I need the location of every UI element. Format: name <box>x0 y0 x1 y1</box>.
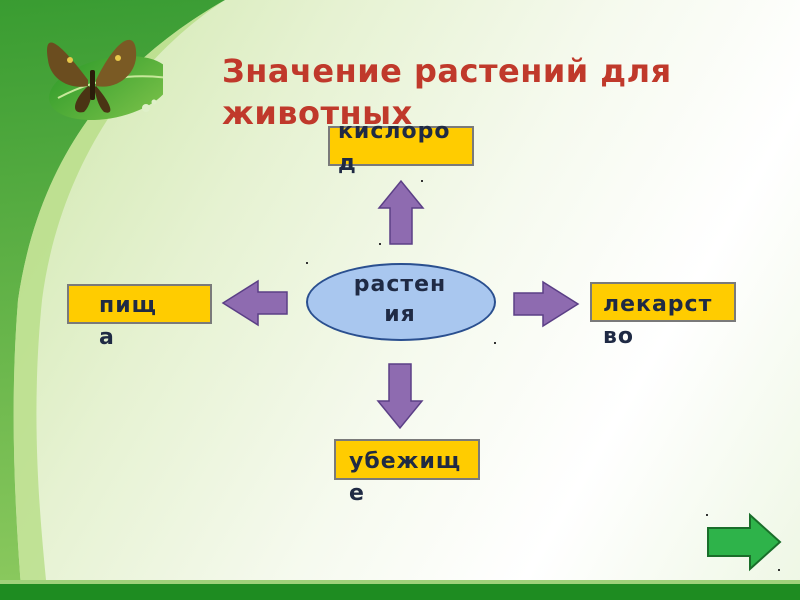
node-box-bottom <box>334 439 480 480</box>
center-ellipse <box>306 263 496 341</box>
center-label: растен ия <box>353 272 447 327</box>
stray-dot <box>421 180 423 182</box>
butterfly-on-leaf-icon <box>47 39 163 120</box>
arrow-right-icon <box>513 280 580 328</box>
node-box-top <box>328 126 474 166</box>
node-label-bottom: убежищ е <box>349 449 462 506</box>
stray-dot <box>778 569 780 571</box>
arrow-left-icon <box>221 279 288 327</box>
node-box-left <box>67 284 212 324</box>
arrow-down-icon <box>376 363 424 430</box>
stray-dot <box>494 342 496 344</box>
bottom-band-light <box>0 580 800 584</box>
arrow-up-icon <box>377 179 425 245</box>
node-label-top: кислоро д <box>338 119 451 176</box>
slide-title: Значение растений для животных <box>222 52 672 132</box>
green-swoosh-light <box>13 0 226 600</box>
bottom-band <box>0 584 800 600</box>
green-swoosh <box>0 0 225 600</box>
stray-dot <box>706 514 708 516</box>
node-label-right: лекарст во <box>603 292 713 349</box>
next-arrow-icon[interactable] <box>704 512 784 572</box>
stray-dot <box>306 262 308 264</box>
stray-dot <box>379 243 381 245</box>
node-box-right <box>590 282 736 322</box>
node-label-left: пищ а <box>99 293 157 350</box>
